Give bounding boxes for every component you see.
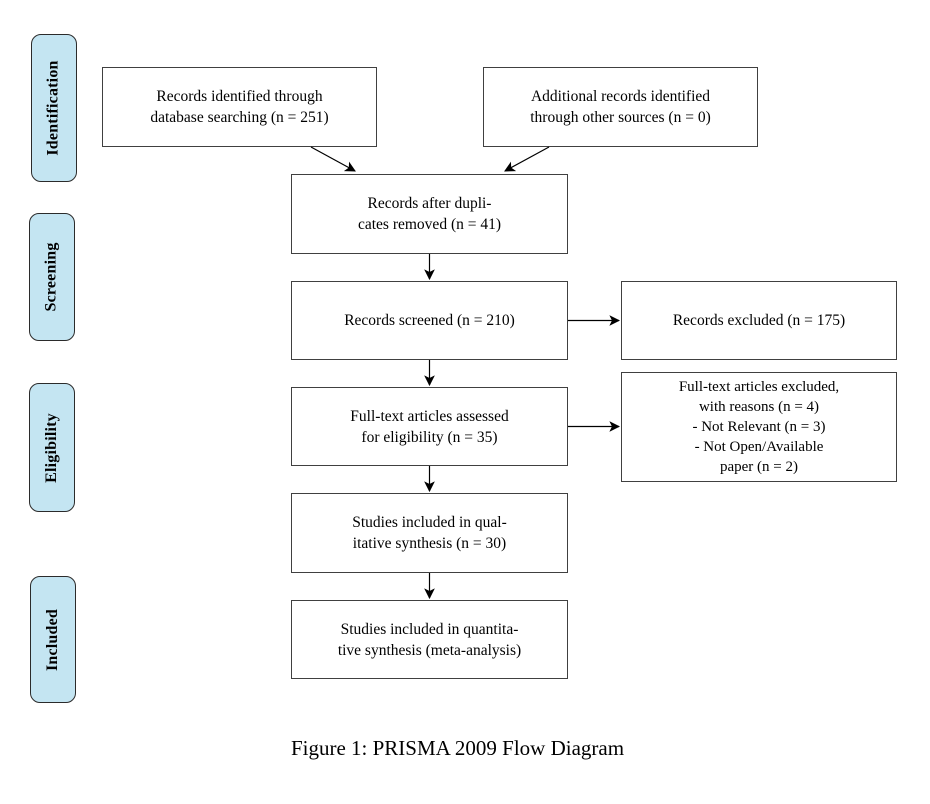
box-fulltext-excluded: Full-text articles excluded, with reason… — [621, 372, 897, 482]
box-records-after-duplicates: Records after dupli- cates removed (n = … — [291, 174, 568, 254]
box-additional-records: Additional records identified through ot… — [483, 67, 758, 147]
box-quantitative-synthesis: Studies included in quantita- tive synth… — [291, 600, 568, 679]
stage-label-eligibility: Eligibility — [29, 383, 75, 512]
stage-label-identification-text: Identification — [45, 60, 62, 156]
stage-label-identification: Identification — [31, 34, 77, 182]
box-records-identified: Records identified through database sear… — [102, 67, 377, 147]
stage-label-included: Included — [30, 576, 76, 703]
box-records-screened: Records screened (n = 210) — [291, 281, 568, 360]
stage-label-included-text: Included — [44, 608, 62, 671]
arrow-additional-to-duplicates — [504, 146, 550, 172]
box-fulltext-assessed: Full-text articles assessed for eligibil… — [291, 387, 568, 466]
stage-label-eligibility-text: Eligibility — [43, 412, 60, 483]
arrow-identified-to-duplicates — [310, 146, 356, 172]
stage-label-screening-text: Screening — [43, 242, 60, 312]
box-qualitative-synthesis: Studies included in qual- itative synthe… — [291, 493, 568, 573]
figure-caption: Figure 1: PRISMA 2009 Flow Diagram — [290, 736, 625, 760]
box-records-excluded: Records excluded (n = 175) — [621, 281, 897, 360]
stage-label-screening: Screening — [29, 213, 75, 341]
